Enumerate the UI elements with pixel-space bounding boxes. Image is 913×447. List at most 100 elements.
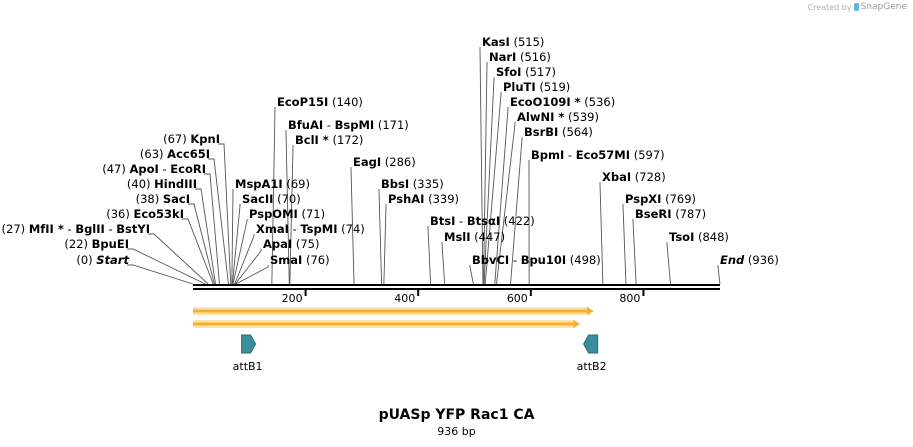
site-label-tsoi: TsoI (848) <box>669 230 729 244</box>
site-position: (516) <box>516 50 551 64</box>
site-position: (69) <box>283 177 310 191</box>
leader-line-sacii <box>231 204 241 285</box>
map-title: pUASp YFP Rac1 CA <box>378 407 535 423</box>
site-position: (536) <box>581 95 616 109</box>
site-position: (71) <box>298 207 325 221</box>
enzyme-name: BpmI <box>531 148 564 162</box>
enzyme-name: EcoP15I <box>277 95 328 109</box>
enzyme-name: BtsI <box>430 214 455 228</box>
enzyme-name: BglII <box>75 222 105 236</box>
enzyme-name: BclI * <box>295 133 329 147</box>
enzyme-name: Bpu10I <box>521 253 566 267</box>
enzyme-name: XbaI <box>602 170 631 184</box>
attb1-marker <box>241 334 257 354</box>
tick-label: 200 <box>282 292 303 305</box>
leader-line-bsrbi <box>510 137 523 285</box>
enzyme-name: NarI <box>489 50 516 64</box>
enzyme-name: BbsI <box>381 177 409 191</box>
attb1-label: attB1 <box>233 360 263 373</box>
site-label-xbai: XbaI (728) <box>602 170 666 184</box>
leader-line-hindiii <box>195 188 216 285</box>
enzyme-name: ApoI <box>130 162 159 176</box>
enzyme-name: End <box>720 253 745 267</box>
leader-line-bcli <box>289 145 294 285</box>
site-label-apoi: (47) ApoI - EcoRI <box>102 162 206 176</box>
site-label-xmai: XmaI - TspMI (74) <box>256 222 365 236</box>
enzyme-name: SmaI <box>270 253 302 267</box>
site-position: (422) <box>500 214 535 228</box>
leader-line-eagi <box>350 167 355 285</box>
enzyme-name: EcoRI <box>170 162 206 176</box>
site-leader-lines <box>127 47 721 285</box>
leader-line-pspxi <box>622 204 627 285</box>
enzyme-name: SfoI <box>496 65 521 79</box>
site-label-pspxi: PspXI (769) <box>625 192 696 206</box>
site-label-bfuai: BfuAI - BspMI (171) <box>288 118 409 132</box>
leader-line-saci <box>188 203 215 285</box>
leader-line-start <box>127 264 194 285</box>
site-position: (172) <box>329 133 364 147</box>
tick-label: 600 <box>507 292 528 305</box>
enzyme-name: PshAI <box>388 192 424 206</box>
site-label-ecoo109i: EcoO109I * (536) <box>510 95 615 109</box>
site-label-bpmi: BpmI - Eco57MI (597) <box>531 148 665 162</box>
site-position: (335) <box>409 177 444 191</box>
leader-line-bseri <box>632 219 637 285</box>
site-position: (76) <box>302 253 329 267</box>
site-position: - <box>289 222 300 236</box>
site-position: (140) <box>328 95 363 109</box>
site-label-pluti: PluTI (519) <box>503 80 570 94</box>
site-label-start: (0) Start <box>76 253 129 267</box>
leader-line-pshai <box>383 204 387 285</box>
tick-label: 800 <box>619 292 640 305</box>
enzyme-name: BpuEI <box>92 237 129 251</box>
leader-line-kasi <box>479 47 484 285</box>
site-position: (67) <box>163 132 190 146</box>
enzyme-name: BfuAI <box>288 118 323 132</box>
enzyme-name: KpnI <box>190 132 220 146</box>
orf-arrow-1-head <box>586 307 594 315</box>
site-label-mfii: (27) MfII * - BglII - BstYI <box>2 222 150 236</box>
site-label-nari: NarI (516) <box>489 50 551 64</box>
site-label-bseri: BseRI (787) <box>635 207 706 221</box>
enzyme-name: XmaI <box>256 222 289 236</box>
leader-line-apai <box>234 249 262 285</box>
leader-line-pluti <box>484 92 502 285</box>
site-labels: (0) Start (22) BpuEI(27) MfII * - BglII -… <box>2 35 779 267</box>
map-subtitle: 936 bp <box>437 425 476 438</box>
site-label-bpuei: (22) BpuEI <box>64 237 129 251</box>
site-label-sacii: SacII (70) <box>242 192 301 206</box>
leader-line-btsi <box>427 226 432 285</box>
site-position: - <box>323 118 334 132</box>
orf-arrow-2-head <box>573 320 581 328</box>
enzyme-name: Start <box>96 253 129 267</box>
attb2-marker <box>583 334 599 354</box>
site-position: (47) <box>102 162 129 176</box>
site-label-pshai: PshAI (339) <box>388 192 459 206</box>
enzyme-name: Acc65I <box>167 147 210 161</box>
site-label-bbsi: BbsI (335) <box>381 177 444 191</box>
leader-line-bpuei <box>127 248 206 285</box>
site-label-saci: (38) SacI <box>136 192 190 206</box>
site-position: - <box>105 222 116 236</box>
enzyme-name: TsoI <box>669 230 694 244</box>
enzyme-name: PspOMI <box>249 207 298 221</box>
site-position: (27) <box>2 222 29 236</box>
site-position: (447) <box>471 230 506 244</box>
leader-line-nari <box>483 62 488 285</box>
site-label-bsrbi: BsrBI (564) <box>524 125 593 139</box>
enzyme-name: MslI <box>444 230 471 244</box>
site-position: (40) <box>127 177 154 191</box>
site-position: (63) <box>140 147 167 161</box>
site-label-bbvci: BbvCI - Bpu10I (498) <box>472 253 601 267</box>
site-label-sfoi: SfoI (517) <box>496 65 556 79</box>
site-position: (539) <box>564 110 599 124</box>
leader-line-ecoo109i <box>494 107 509 285</box>
site-position: - <box>509 253 520 267</box>
enzyme-name: EcoO109I * <box>510 95 581 109</box>
enzyme-name: Eco57MI <box>576 148 630 162</box>
snapgene-credit: Created by SnapGene <box>808 2 907 12</box>
